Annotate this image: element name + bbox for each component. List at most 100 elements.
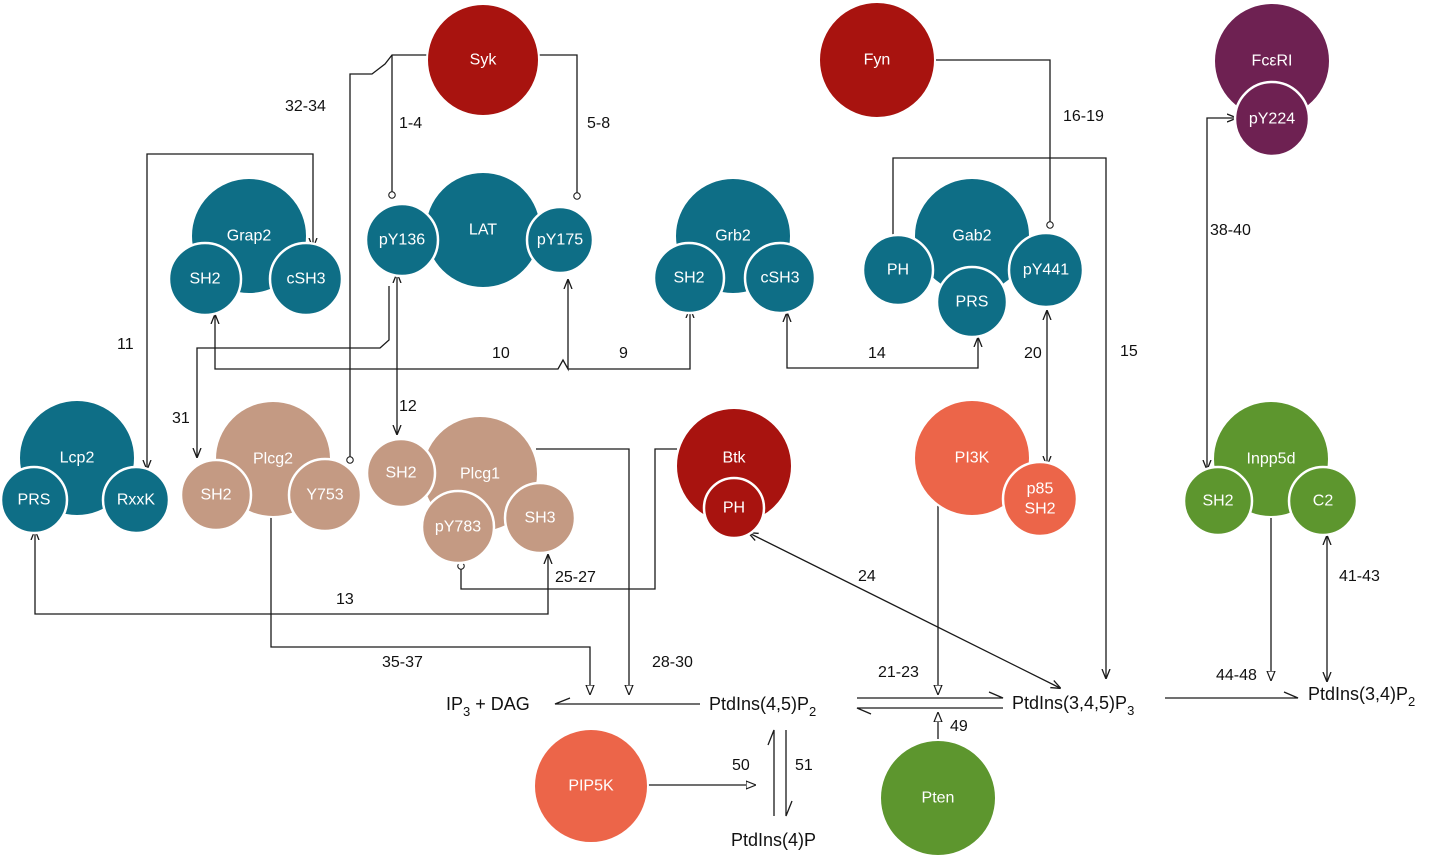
edge-pip2-to-pi4p (785, 730, 793, 817)
reaction-labels: 32-34 1-4 5-8 16-19 38-40 11 10 9 14 20 … (117, 98, 1380, 774)
connections (35, 54, 1327, 817)
edge-plcg1-catalysis (536, 448, 629, 694)
node-syk[interactable]: Syk (426, 3, 540, 117)
node-label: Inpp5d (1247, 451, 1296, 468)
edge-btk-plcg1 (457, 448, 677, 590)
domain-label: cSH3 (760, 270, 799, 287)
node-label: Plcg1 (460, 466, 500, 483)
domain-label: pY224 (1249, 111, 1295, 128)
reaction-label: 24 (858, 568, 876, 585)
reaction-label: 1-4 (399, 115, 422, 132)
reaction-label: 21-23 (878, 664, 919, 681)
reaction-label: 12 (399, 398, 417, 415)
node-label: Btk (722, 450, 746, 467)
node-label: FcεRI (1252, 53, 1293, 70)
species-ip3-dag: IP3 + DAG (446, 694, 530, 719)
domain-label: PRS (956, 294, 989, 311)
node-label: LAT (469, 222, 497, 239)
domain-label: PH (887, 262, 909, 279)
node-grb2[interactable]: Grb2 SH2 cSH3 (652, 177, 817, 315)
domain-label: PH (723, 500, 745, 517)
edge-fceri-inpp5d (1207, 118, 1236, 469)
node-label: Fyn (864, 52, 891, 69)
node-fceri[interactable]: FcεRI pY224 (1213, 2, 1331, 158)
reaction-label: 35-37 (382, 654, 423, 671)
species-pi4p: PtdIns(4)P (731, 830, 816, 850)
edge-grap2-lcp2 (147, 153, 313, 469)
domain-label: PRS (18, 492, 51, 509)
domain-label: p85 (1027, 481, 1054, 498)
domain-label: SH2 (200, 487, 231, 504)
reaction-label: 41-43 (1339, 568, 1380, 585)
node-label: Gab2 (952, 228, 991, 245)
node-pi3k[interactable]: PI3K p85 SH2 (913, 399, 1079, 538)
edge-pip3-to-pip2 (856, 707, 1003, 715)
reaction-label: 5-8 (587, 115, 610, 132)
species-pip3: PtdIns(3,4,5)P3 (1012, 693, 1134, 718)
reaction-label: 9 (619, 345, 628, 362)
reaction-label: 10 (492, 345, 510, 362)
node-grap2[interactable]: Grap2 SH2 cSH3 (167, 177, 344, 317)
edge-syk-lat-py175 (538, 54, 581, 200)
node-btk[interactable]: Btk PH (675, 407, 793, 540)
reaction-label: 25-27 (555, 569, 596, 586)
reaction-label: 32-34 (285, 98, 326, 115)
reaction-label: 20 (1024, 345, 1042, 362)
domain-label: SH2 (1024, 501, 1055, 518)
nodes: Syk Fyn FcεRI pY224 LAT pY136 pY175 Grap… (0, 1, 1359, 857)
node-lcp2[interactable]: Lcp2 PRS RxxK (0, 399, 171, 535)
reaction-label: 16-19 (1063, 108, 1104, 125)
reaction-label: 13 (336, 591, 354, 608)
domain-label: C2 (1313, 493, 1334, 510)
node-plcg2[interactable]: Plcg2 SH2 Y753 (179, 400, 363, 533)
reaction-label: 51 (795, 757, 813, 774)
domain-label: RxxK (117, 492, 156, 509)
node-label: Syk (470, 52, 498, 69)
edge-pip3-to-pi34p2 (1165, 691, 1299, 699)
domain-label: pY136 (379, 232, 425, 249)
edge-plcg2-catalysis (270, 509, 590, 694)
node-inpp5d[interactable]: Inpp5d SH2 C2 (1182, 400, 1359, 537)
reaction-label: 31 (172, 410, 190, 427)
edge-pip3-gab2-ph (893, 157, 1106, 678)
domain-label: Y753 (306, 487, 343, 504)
node-label: Grap2 (227, 228, 272, 245)
domain-label: SH2 (1202, 493, 1233, 510)
reaction-label: 38-40 (1210, 222, 1251, 239)
node-plcg1[interactable]: Plcg1 SH2 pY783 SH3 (365, 415, 577, 565)
species: IP3 + DAG PtdIns(4,5)P2 PtdIns(3,4,5)P3 … (446, 684, 1415, 850)
node-label: Pten (922, 790, 955, 807)
species-pi34p2: PtdIns(3,4)P2 (1308, 684, 1415, 709)
edge-grap2-lat-py175 (215, 280, 568, 372)
node-fyn[interactable]: Fyn (818, 1, 936, 119)
edge-btk-pip3 (749, 533, 1060, 688)
node-label: Plcg2 (253, 451, 293, 468)
node-label: PIP5K (568, 778, 614, 795)
domain-label: SH2 (673, 270, 704, 287)
node-pten[interactable]: Pten (879, 739, 997, 857)
reaction-label: 50 (732, 757, 750, 774)
domain-label: SH3 (524, 510, 555, 527)
edge-syk-plcg2-y753 (346, 54, 428, 464)
domain-label: pY441 (1023, 262, 1069, 279)
reaction-label: 49 (950, 718, 968, 735)
node-gab2[interactable]: Gab2 PH pY441 PRS (861, 177, 1085, 339)
node-label: PI3K (955, 450, 990, 467)
reaction-label: 11 (117, 336, 134, 353)
node-lat[interactable]: LAT pY136 pY175 (364, 171, 595, 289)
edge-pi4p-to-pip2 (767, 729, 775, 816)
reaction-label: 14 (868, 345, 886, 362)
node-label: Grb2 (715, 228, 751, 245)
domain-label: SH2 (189, 271, 220, 288)
edge-lcp2-plcg1 (35, 531, 548, 615)
edge-pip2-to-ip3 (554, 697, 700, 705)
edge-fyn-gab2 (935, 59, 1054, 229)
edge-pip2-to-pip3 (857, 691, 1004, 699)
reaction-label: 44-48 (1216, 667, 1257, 684)
reaction-label: 15 (1120, 343, 1138, 360)
node-pip5k[interactable]: PIP5K (533, 728, 649, 844)
domain-label: SH2 (385, 465, 416, 482)
domain-label: pY175 (537, 232, 583, 249)
domain-label: pY783 (435, 519, 481, 536)
